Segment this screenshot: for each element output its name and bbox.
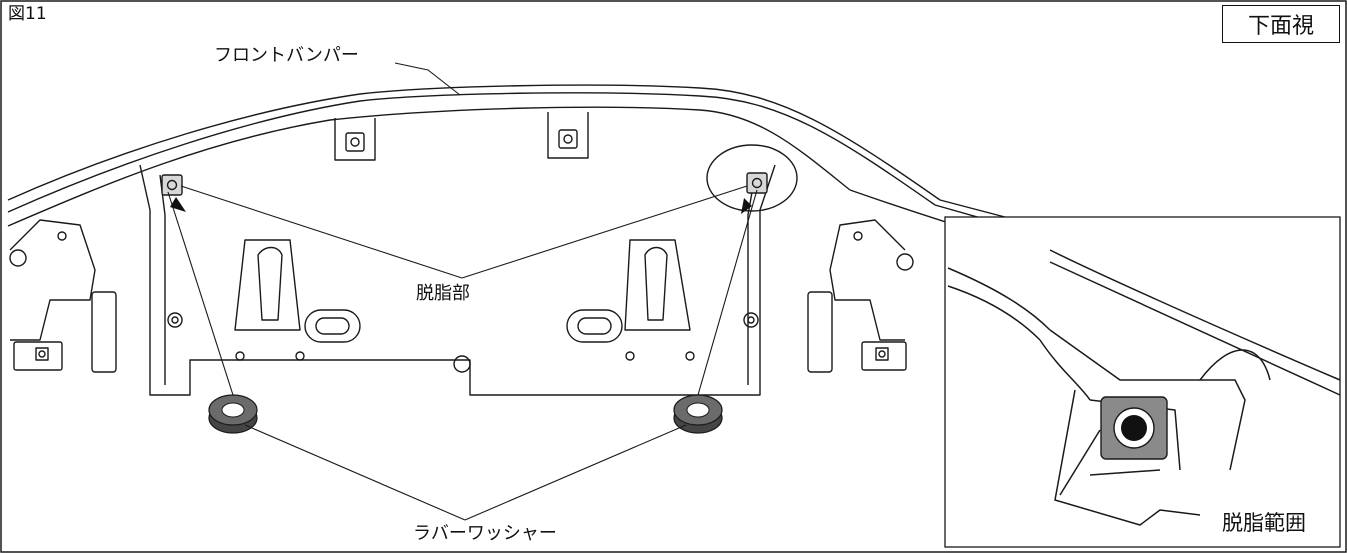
front-bumper-label: フロントバンパー — [214, 45, 359, 66]
figure-number: 図11 — [8, 4, 47, 24]
leader-lines — [167, 62, 1226, 521]
view-direction-label: 下面視 — [1247, 14, 1314, 39]
view-direction-box: 下面視 — [1222, 5, 1340, 43]
arrow-icon — [170, 197, 752, 214]
degrease-range-label: 脱脂範囲 — [1220, 511, 1308, 535]
rubber-washer-label: ラバーワッシャー — [413, 523, 557, 544]
degrease-part-label: 脱脂部 — [416, 283, 470, 304]
detail-inset — [944, 216, 1341, 548]
